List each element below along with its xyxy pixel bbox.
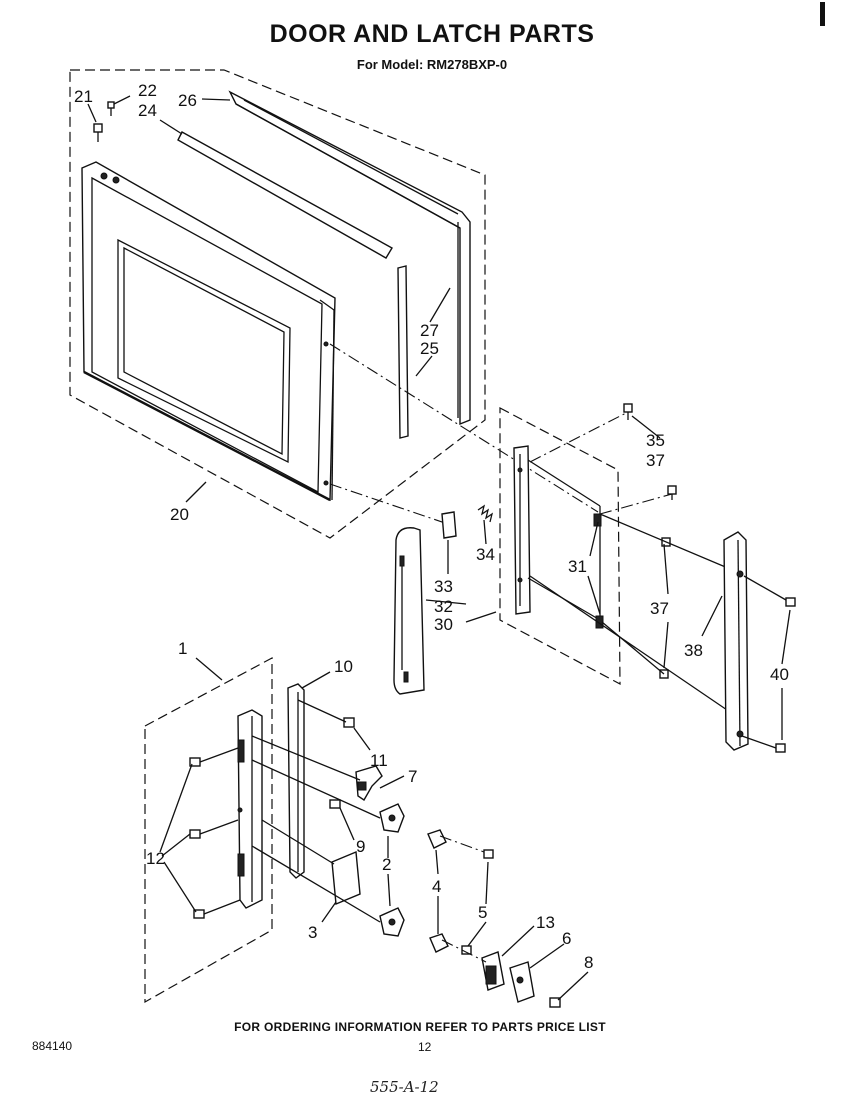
- latch-part-33: [441, 511, 457, 539]
- callout-27: 27: [420, 321, 439, 340]
- document-number: 884140: [32, 1039, 73, 1053]
- plate-part-3: [331, 850, 361, 906]
- callout-38: 38: [684, 641, 703, 660]
- door-handle-part-32: [393, 527, 425, 695]
- callout-8: 8: [584, 953, 593, 972]
- cam-part-7: [355, 765, 383, 801]
- callout-32: 32: [434, 597, 453, 616]
- latch-assembly-boundary: [144, 656, 273, 1004]
- screw-part-22: [107, 101, 115, 116]
- callout-30: 30: [434, 615, 453, 634]
- callout-20: 20: [170, 505, 189, 524]
- callout-10: 10: [334, 657, 353, 676]
- callout-4: 4: [432, 877, 441, 896]
- callout-3: 3: [308, 923, 317, 942]
- callout-31: 31: [568, 557, 587, 576]
- door-frame-part-20: [81, 161, 336, 502]
- callout-25: 25: [420, 339, 439, 358]
- callout-40: 40: [770, 665, 789, 684]
- screw-part-40-lower: [775, 743, 786, 753]
- switch-part-2-upper: [379, 803, 405, 833]
- screw-part-9: [329, 799, 341, 809]
- switch-part-2-lower: [379, 907, 405, 937]
- callout-37-upper: 37: [646, 451, 665, 470]
- screw-part-8: [549, 997, 561, 1008]
- side-strip-part-38: [723, 531, 749, 751]
- switch-part-13: [481, 951, 505, 991]
- bracket-part-30: [513, 445, 601, 621]
- callout-5: 5: [478, 903, 487, 922]
- door-assembly-boundary: [69, 69, 486, 539]
- callout-34: 34: [476, 545, 495, 564]
- callout-9: 9: [356, 837, 365, 856]
- callout-24: 24: [138, 101, 157, 120]
- gasket-strip-part-25: [397, 265, 409, 439]
- screw-part-5-upper: [483, 849, 494, 859]
- screw-part-11: [343, 717, 355, 728]
- page-number: 12: [418, 1040, 432, 1054]
- callout-labels: 21 22 24 26 27 25 20 35 37 31 37 38 40 3…: [74, 81, 789, 972]
- callout-arrows: [87, 95, 791, 1001]
- callout-12: 12: [146, 849, 165, 868]
- door-assembly-group: [69, 69, 599, 539]
- switch-part-6: [509, 961, 535, 1003]
- spring-part-34: [477, 504, 494, 523]
- callout-1: 1: [178, 639, 187, 658]
- page-title: DOOR AND LATCH PARTS: [269, 20, 595, 48]
- callout-7: 7: [408, 767, 417, 786]
- callout-35: 35: [646, 431, 665, 450]
- callout-22: 22: [138, 81, 157, 100]
- ordering-note: FOR ORDERING INFORMATION REFER TO PARTS …: [234, 1020, 606, 1034]
- callout-26: 26: [178, 91, 197, 110]
- callout-13: 13: [536, 913, 555, 932]
- actuator-part-4-upper: [427, 829, 447, 849]
- hinge-assembly-boundary: [499, 407, 621, 686]
- handwritten-note: 555-A-12: [370, 1078, 439, 1096]
- screw-part-37-upper: [667, 485, 677, 500]
- callout-21: 21: [74, 87, 93, 106]
- screw-part-12-b: [189, 829, 201, 839]
- model-subtitle: For Model: RM278BXP-0: [356, 57, 508, 72]
- screw-part-40-upper: [785, 597, 796, 607]
- side-strip-group: [723, 531, 796, 753]
- latch-plate-part-1: [237, 709, 263, 909]
- latch-assembly-group: [144, 656, 561, 1008]
- callout-37-lower: 37: [650, 599, 669, 618]
- callout-2: 2: [382, 855, 391, 874]
- choke-frame-part-26-27: [228, 90, 471, 426]
- lever-part-10: [287, 683, 305, 879]
- callout-11: 11: [370, 751, 388, 770]
- page-corner-mark: [820, 2, 825, 26]
- callout-6: 6: [562, 929, 571, 948]
- callout-33: 33: [434, 577, 453, 596]
- screw-part-21: [93, 123, 103, 142]
- actuator-part-4-lower: [429, 933, 449, 953]
- gasket-strip-part-24: [177, 131, 393, 259]
- hinge-assembly-group: [393, 403, 743, 713]
